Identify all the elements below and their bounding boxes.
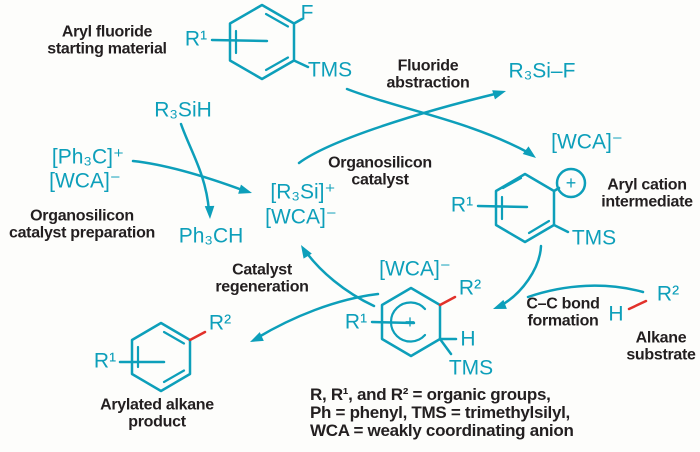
- wca-prep-formula: [WCA]⁻: [49, 169, 121, 193]
- aryl-cation-plus-charge: +: [566, 173, 577, 193]
- alkane-bond: [627, 299, 648, 311]
- regeneration-product-arrows: [250, 245, 380, 342]
- aryl-fluoride-structure: [210, 3, 310, 81]
- aryl-cation-structure: +: [476, 167, 587, 244]
- organosilicon-catalyst-label: Organosilicon catalyst: [328, 154, 432, 189]
- prep-label-line1: Organosilicon: [30, 207, 134, 225]
- prep-label: Organosilicon catalyst preparation: [8, 207, 156, 242]
- arylated-product-label-line2: product: [128, 413, 186, 430]
- alkane-h: H: [608, 302, 624, 326]
- alkane-substrate-label-line2: substrate: [626, 346, 696, 363]
- arenium-tms: TMS: [448, 356, 494, 380]
- aryl-cation-label-line2: intermediate: [601, 193, 693, 210]
- legend-line2: Ph = phenyl, TMS = trimethylsilyl,: [310, 403, 570, 422]
- aryl-fluoride-label-line1: Aryl fluoride: [61, 23, 153, 41]
- aryl-fluoride-f: F: [300, 1, 314, 25]
- arenium-h: H: [460, 327, 476, 351]
- cc-bond-label-line1: C–C bond: [526, 295, 600, 313]
- product-r1: R¹: [93, 349, 117, 373]
- wca-arenium-formula: [WCA]⁻: [379, 257, 451, 281]
- aryl-cation-label: Aryl cation intermediate: [601, 176, 693, 211]
- silane-formula: R₃SiH: [154, 98, 212, 122]
- catalyst-regeneration-label-line2: regeneration: [215, 278, 309, 295]
- alkane-substrate-label: Alkane substrate: [626, 329, 696, 364]
- legend-line1: R, R¹, and R² = organic groups,: [310, 385, 551, 404]
- aryl-cation-r1: R¹: [450, 193, 474, 217]
- aryl-fluoride-tms: TMS: [307, 58, 353, 82]
- silyl-fluoride-formula: R₃Si–F: [508, 59, 576, 83]
- legend: R, R¹, and R² = organic groups, Ph = phe…: [310, 386, 574, 440]
- organosilicon-catalyst-label-line1: Organosilicon: [328, 154, 432, 172]
- prep-label-line2: catalyst preparation: [8, 224, 156, 241]
- product-structure: [118, 321, 207, 393]
- arylated-product-label-line1: Arylated alkane: [100, 396, 214, 414]
- prep-arrows: [131, 122, 252, 219]
- alkane-substrate-label-line1: Alkane: [635, 329, 687, 347]
- cc-formation-arrows: [493, 244, 645, 309]
- product-r2: R²: [208, 311, 232, 335]
- triphenylmethane-formula: Ph₃CH: [178, 224, 244, 248]
- cc-bond-label-line2: formation: [527, 312, 599, 329]
- cc-bond-label: C–C bond formation: [526, 295, 600, 330]
- silylium-catalyst-formula: [R₃Si]⁺: [270, 180, 336, 204]
- aryl-fluoride-r1: R¹: [184, 27, 208, 51]
- alkane-r2: R²: [656, 282, 680, 306]
- wca-catalyst-formula: [WCA]⁻: [265, 205, 337, 229]
- organosilicon-catalyst-label-line2: catalyst: [351, 171, 409, 188]
- fluoride-abstraction-label-line2: abstraction: [386, 74, 470, 91]
- trityl-cation-formula: [Ph₃C]⁺: [51, 145, 125, 169]
- arenium-structure: +: [370, 286, 458, 358]
- aryl-fluoride-label-line2: starting material: [47, 40, 167, 57]
- legend-line3: WCA = weakly coordinating anion: [310, 421, 574, 440]
- aryl-fluoride-label: Aryl fluoride starting material: [47, 23, 167, 58]
- wca-aryl-cation-formula: [WCA]⁻: [551, 130, 623, 154]
- fluoride-abstraction-label: Fluoride abstraction: [386, 57, 470, 92]
- fluoride-abstraction-arrows: [297, 87, 536, 165]
- aryl-cation-tms: TMS: [571, 226, 617, 250]
- arenium-r1: R¹: [344, 310, 368, 334]
- catalyst-regeneration-label: Catalyst regeneration: [215, 261, 309, 296]
- catalyst-regeneration-label-line1: Catalyst: [232, 261, 292, 279]
- fluoride-abstraction-label-line1: Fluoride: [397, 57, 459, 75]
- arylated-product-label: Arylated alkane product: [100, 396, 214, 431]
- aryl-cation-label-line1: Aryl cation: [607, 176, 687, 194]
- arenium-r2: R²: [458, 276, 482, 300]
